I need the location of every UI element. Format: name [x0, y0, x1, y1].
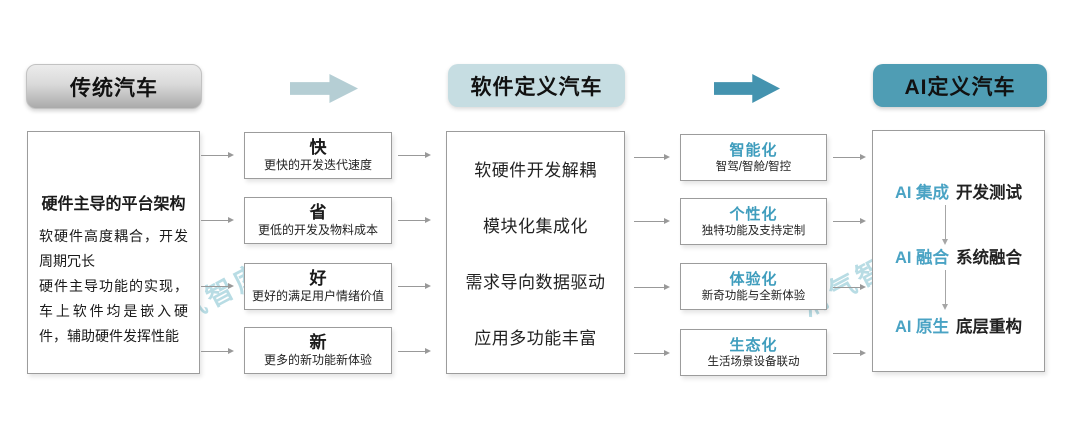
connector-arrow-icon	[634, 283, 670, 292]
benefit-title: 好	[309, 269, 327, 288]
direction-box-personalized: 个性化 独特功能及支持定制	[680, 198, 827, 245]
software-feature: 模块化集成化	[483, 216, 588, 236]
down-arrow-icon	[941, 205, 950, 245]
software-feature: 需求导向数据驱动	[465, 273, 606, 293]
stage-header-label: AI定义汽车	[904, 75, 1016, 99]
benefit-box-new: 新 更多的新功能新体验	[244, 327, 392, 374]
connector-arrow-icon	[833, 283, 866, 292]
benefit-desc: 更好的满足用户情绪价值	[251, 289, 384, 303]
down-arrow-icon	[941, 270, 950, 310]
connector-arrow-icon	[634, 349, 670, 358]
benefit-desc: 更低的开发及物料成本	[257, 223, 378, 237]
direction-box-intelligent: 智能化 智驾/智舱/智控	[680, 134, 827, 181]
ai-stage-desc: 底层重构	[956, 318, 1023, 336]
ai-stage-name: AI 原生	[894, 318, 950, 336]
direction-box-experiential: 体验化 新奇功能与全新体验	[680, 263, 827, 310]
connector-arrow-icon	[398, 151, 431, 160]
ai-stage-name: AI 集成	[894, 184, 950, 202]
connector-arrow-icon	[833, 349, 866, 358]
ai-stage-native: AI 原生底层重构	[873, 313, 1044, 337]
benefit-desc: 更多的新功能新体验	[263, 353, 372, 367]
benefit-title: 快	[309, 138, 327, 157]
stage-header-ai-defined-car: AI定义汽车	[873, 64, 1047, 107]
software-defined-features-box: 软硬件开发解耦 模块化集成化 需求导向数据驱动 应用多功能丰富	[446, 131, 625, 374]
direction-title: 体验化	[729, 270, 778, 288]
stage-transition-arrow-icon	[714, 74, 780, 103]
direction-title: 智能化	[729, 141, 778, 159]
connector-arrow-icon	[201, 216, 234, 225]
connector-arrow-icon	[634, 153, 670, 162]
stage-header-label: 软件定义汽车	[470, 75, 603, 99]
direction-desc: 生活场景设备联动	[707, 355, 800, 368]
direction-desc: 独特功能及支持定制	[701, 224, 806, 237]
ai-stage-fusion: AI 融合系统融合	[873, 244, 1044, 268]
stage-transition-arrow-icon	[290, 74, 358, 103]
benefit-box-economical: 省 更低的开发及物料成本	[244, 197, 392, 244]
ai-stage-desc: 开发测试	[956, 184, 1023, 202]
ai-stage-desc: 系统融合	[956, 249, 1023, 267]
benefit-box-good: 好 更好的满足用户情绪价值	[244, 263, 392, 310]
direction-desc: 新奇功能与全新体验	[701, 289, 806, 302]
connector-arrow-icon	[201, 347, 234, 356]
stage-header-traditional-car: 传统汽车	[26, 64, 202, 109]
connector-arrow-icon	[398, 347, 431, 356]
traditional-car-paragraph: 软硬件高度耦合，开发周期冗长	[39, 228, 188, 269]
ai-stage-integration: AI 集成开发测试	[873, 179, 1044, 203]
direction-title: 个性化	[729, 205, 778, 223]
connector-arrow-icon	[634, 217, 670, 226]
connector-arrow-icon	[833, 153, 866, 162]
traditional-car-description-box: 硬件主导的平台架构 软硬件高度耦合，开发周期冗长 硬件主导功能的实现，车上软件均…	[27, 131, 200, 374]
direction-title: 生态化	[729, 336, 778, 354]
stage-header-label: 传统汽车	[70, 76, 158, 100]
software-feature: 应用多功能丰富	[474, 329, 597, 349]
software-feature: 软硬件开发解耦	[474, 160, 597, 180]
benefit-title: 省	[309, 203, 327, 222]
connector-arrow-icon	[398, 282, 431, 291]
connector-arrow-icon	[201, 282, 234, 291]
connector-arrow-icon	[833, 217, 866, 226]
direction-box-ecological: 生态化 生活场景设备联动	[680, 329, 827, 376]
connector-arrow-icon	[398, 216, 431, 225]
ai-stage-name: AI 融合	[894, 249, 950, 267]
traditional-car-title: 硬件主导的平台架构	[41, 196, 186, 213]
benefit-title: 新	[309, 333, 327, 352]
ai-defined-stages-box: AI 集成开发测试 AI 融合系统融合 AI 原生底层重构	[872, 130, 1045, 372]
benefit-box-fast: 快 更快的开发迭代速度	[244, 132, 392, 179]
traditional-car-paragraph: 硬件主导功能的实现，车上软件均是嵌入硬件，辅助硬件发挥性能	[39, 278, 188, 344]
connector-arrow-icon	[201, 151, 234, 160]
benefit-desc: 更快的开发迭代速度	[263, 158, 372, 172]
stage-header-software-defined-car: 软件定义汽车	[448, 64, 625, 107]
direction-desc: 智驾/智舱/智控	[715, 160, 792, 173]
